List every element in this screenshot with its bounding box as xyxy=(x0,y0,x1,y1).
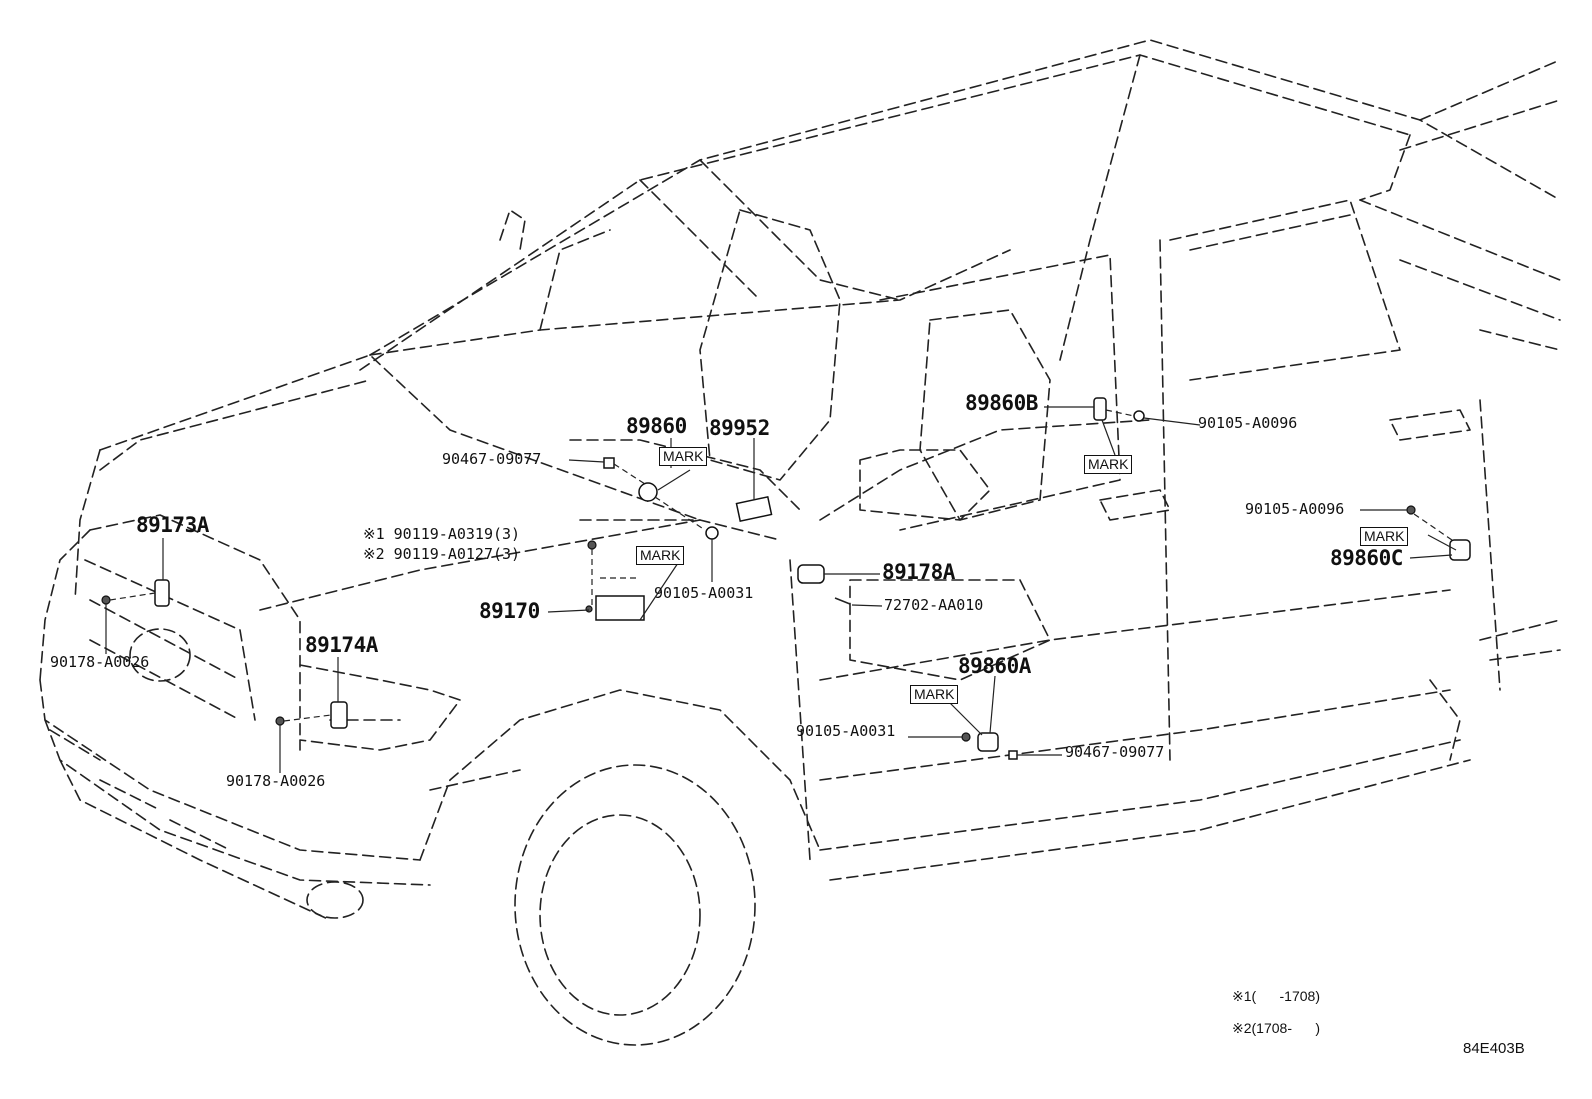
label-90178-A0026-bottom: 90178-A0026 xyxy=(226,772,326,790)
diagram-code: 84E403B xyxy=(1463,1040,1525,1057)
footnote-2: ※2(1708- ) xyxy=(1232,1020,1320,1036)
sensor-89860B-shape xyxy=(1093,397,1107,421)
label-89170: 89170 xyxy=(479,599,540,623)
label-89860B: 89860B xyxy=(965,391,1038,415)
label-89173A: 89173A xyxy=(136,513,209,537)
sensor-89173A-shape xyxy=(154,579,170,607)
label-89860: 89860 xyxy=(626,414,687,438)
sensor-89860-shape xyxy=(638,482,658,502)
mark-box-89860C: MARK xyxy=(1360,527,1409,547)
sensor-89860A-shape xyxy=(977,732,999,752)
ecu-89170-shape xyxy=(595,595,645,621)
label-90467-09077-upper: 90467-09077 xyxy=(442,450,542,468)
sensor-89178A-shape xyxy=(797,564,825,584)
mark-box-89860A: MARK xyxy=(910,685,959,705)
mark-box-89860: MARK xyxy=(659,447,708,467)
label-90105-A0031-upper: 90105-A0031 xyxy=(654,584,754,602)
mark-box-89860B: MARK xyxy=(1084,455,1133,475)
footnote-1: ※1( -1708) xyxy=(1232,988,1320,1004)
label-89952: 89952 xyxy=(709,416,770,440)
label-89178A: 89178A xyxy=(882,560,955,584)
label-72702-AA010: 72702-AA010 xyxy=(884,596,984,614)
sensor-89860C-shape xyxy=(1449,539,1471,561)
sensor-89174A-shape xyxy=(330,701,348,729)
label-90119-A0319: ※1 90119-A0319(3) xyxy=(363,525,521,543)
label-90178-A0026-left: 90178-A0026 xyxy=(50,653,150,671)
label-89860C: 89860C xyxy=(1330,546,1403,570)
label-89860A: 89860A xyxy=(958,654,1031,678)
label-90105-A0096-right: 90105-A0096 xyxy=(1245,500,1345,518)
label-90105-A0031-lower: 90105-A0031 xyxy=(796,722,896,740)
mark-box-89170: MARK xyxy=(636,546,685,566)
label-89174A: 89174A xyxy=(305,633,378,657)
label-90119-A0127: ※2 90119-A0127(3) xyxy=(363,545,521,563)
label-90467-09077-lower: 90467-09077 xyxy=(1065,743,1165,761)
label-90105-A0096-upper: 90105-A0096 xyxy=(1198,414,1298,432)
module-89952-shape xyxy=(735,495,773,523)
